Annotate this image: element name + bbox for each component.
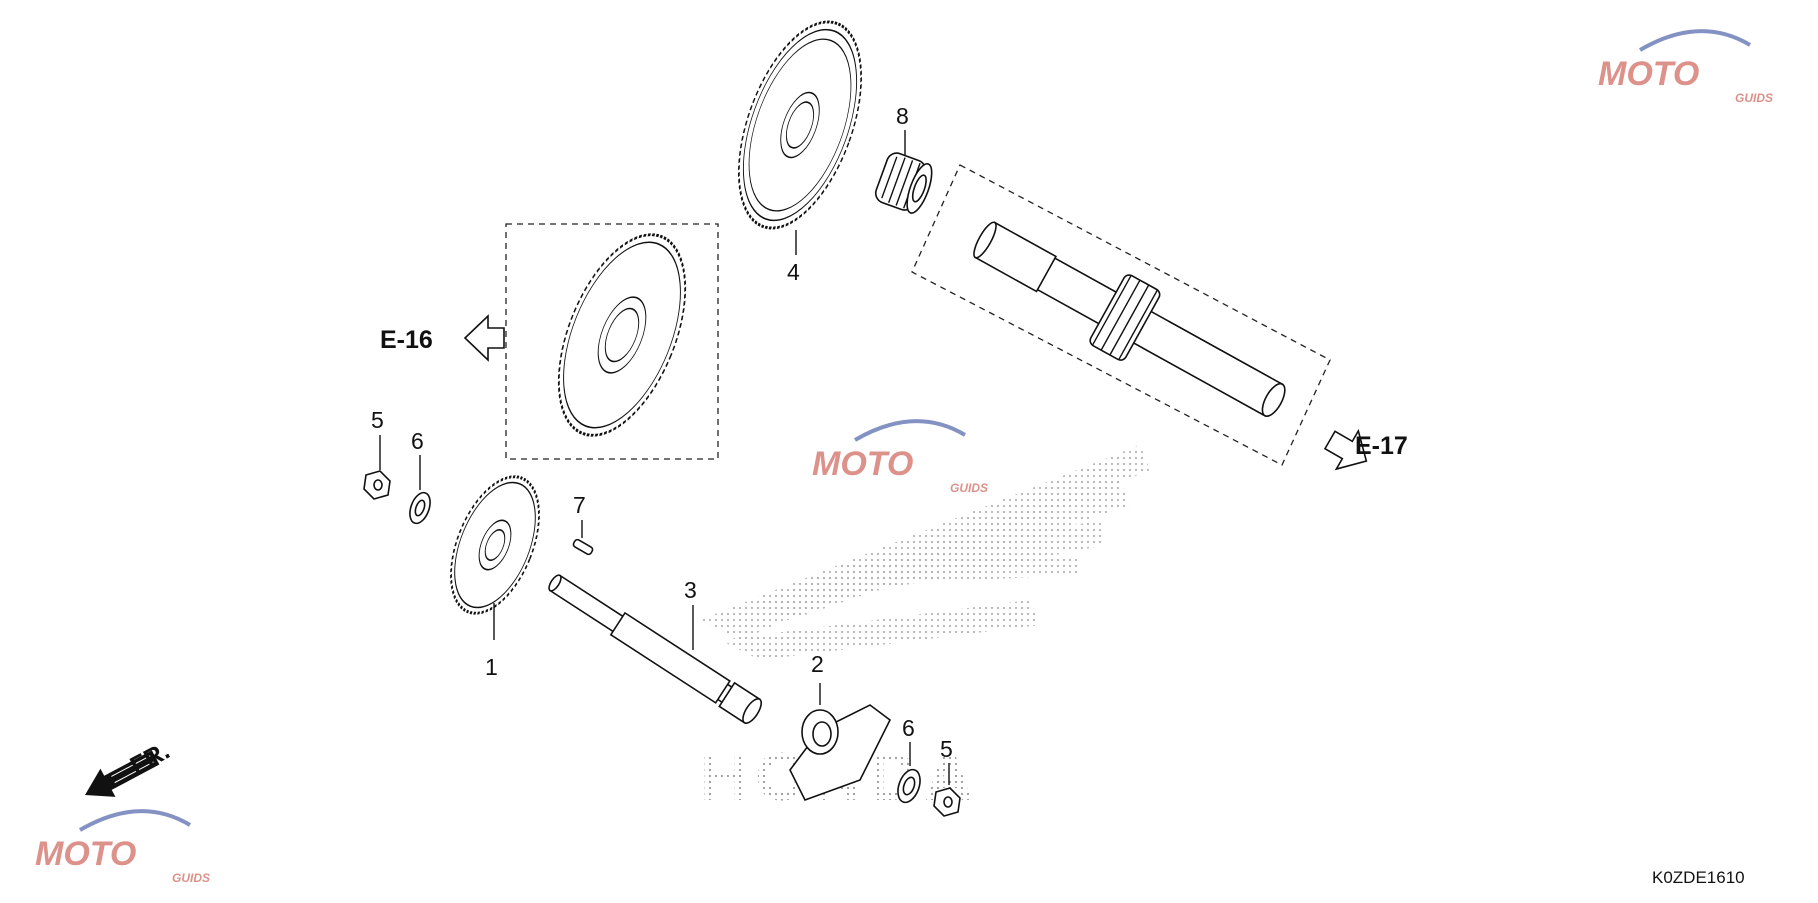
main-shaft [973,221,1286,418]
nut-part-5-left [363,470,391,500]
watermark-logo-top-right: MOTO GUIDS [1598,29,1773,105]
watermark-logo-center: MOTO GUIDS [812,419,988,495]
ref-e16-arrow [463,314,505,362]
gear-part-4 [738,20,862,230]
callout-5-right: 5 [940,736,953,762]
callout-6-right: 6 [902,715,915,741]
gear-e16 [557,233,687,437]
callout-2: 2 [811,651,824,677]
shaft-part-3 [548,574,763,724]
gear-group-box [505,223,719,460]
callout-5-left: 5 [371,407,384,433]
front-direction-arrow [85,750,160,797]
svg-text:MOTO: MOTO [1598,55,1699,93]
washer-part-6-left [409,491,431,525]
needle-bearing-part-8 [874,152,933,214]
key-part-7 [572,538,594,556]
nut-part-5-right [933,787,961,817]
svg-text:MOTO: MOTO [35,835,136,873]
svg-text:GUIDS: GUIDS [950,481,988,495]
callout-1: 1 [485,654,498,680]
gear-part-1 [450,475,540,615]
ref-e17-label: E-17 [1355,432,1408,460]
diagram-code: K0ZDE1610 [1652,868,1745,887]
svg-text:MOTO: MOTO [812,445,913,483]
watermark-logo-bottom-left: MOTO GUIDS [35,809,210,885]
honda-wing-logo [700,445,1150,660]
ref-e17-arrow [1323,428,1368,471]
cam-part-2 [789,704,892,801]
callout-7: 7 [573,492,586,518]
main-shaft-group-box [911,164,1331,466]
svg-text:GUIDS: GUIDS [172,871,210,885]
callout-8: 8 [896,103,909,129]
washer-part-6-right [897,768,921,804]
ref-e16-label: E-16 [380,326,433,354]
callout-6-left: 6 [411,428,424,454]
callout-4: 4 [787,259,800,285]
svg-text:GUIDS: GUIDS [1735,91,1773,105]
callout-3: 3 [684,577,697,603]
